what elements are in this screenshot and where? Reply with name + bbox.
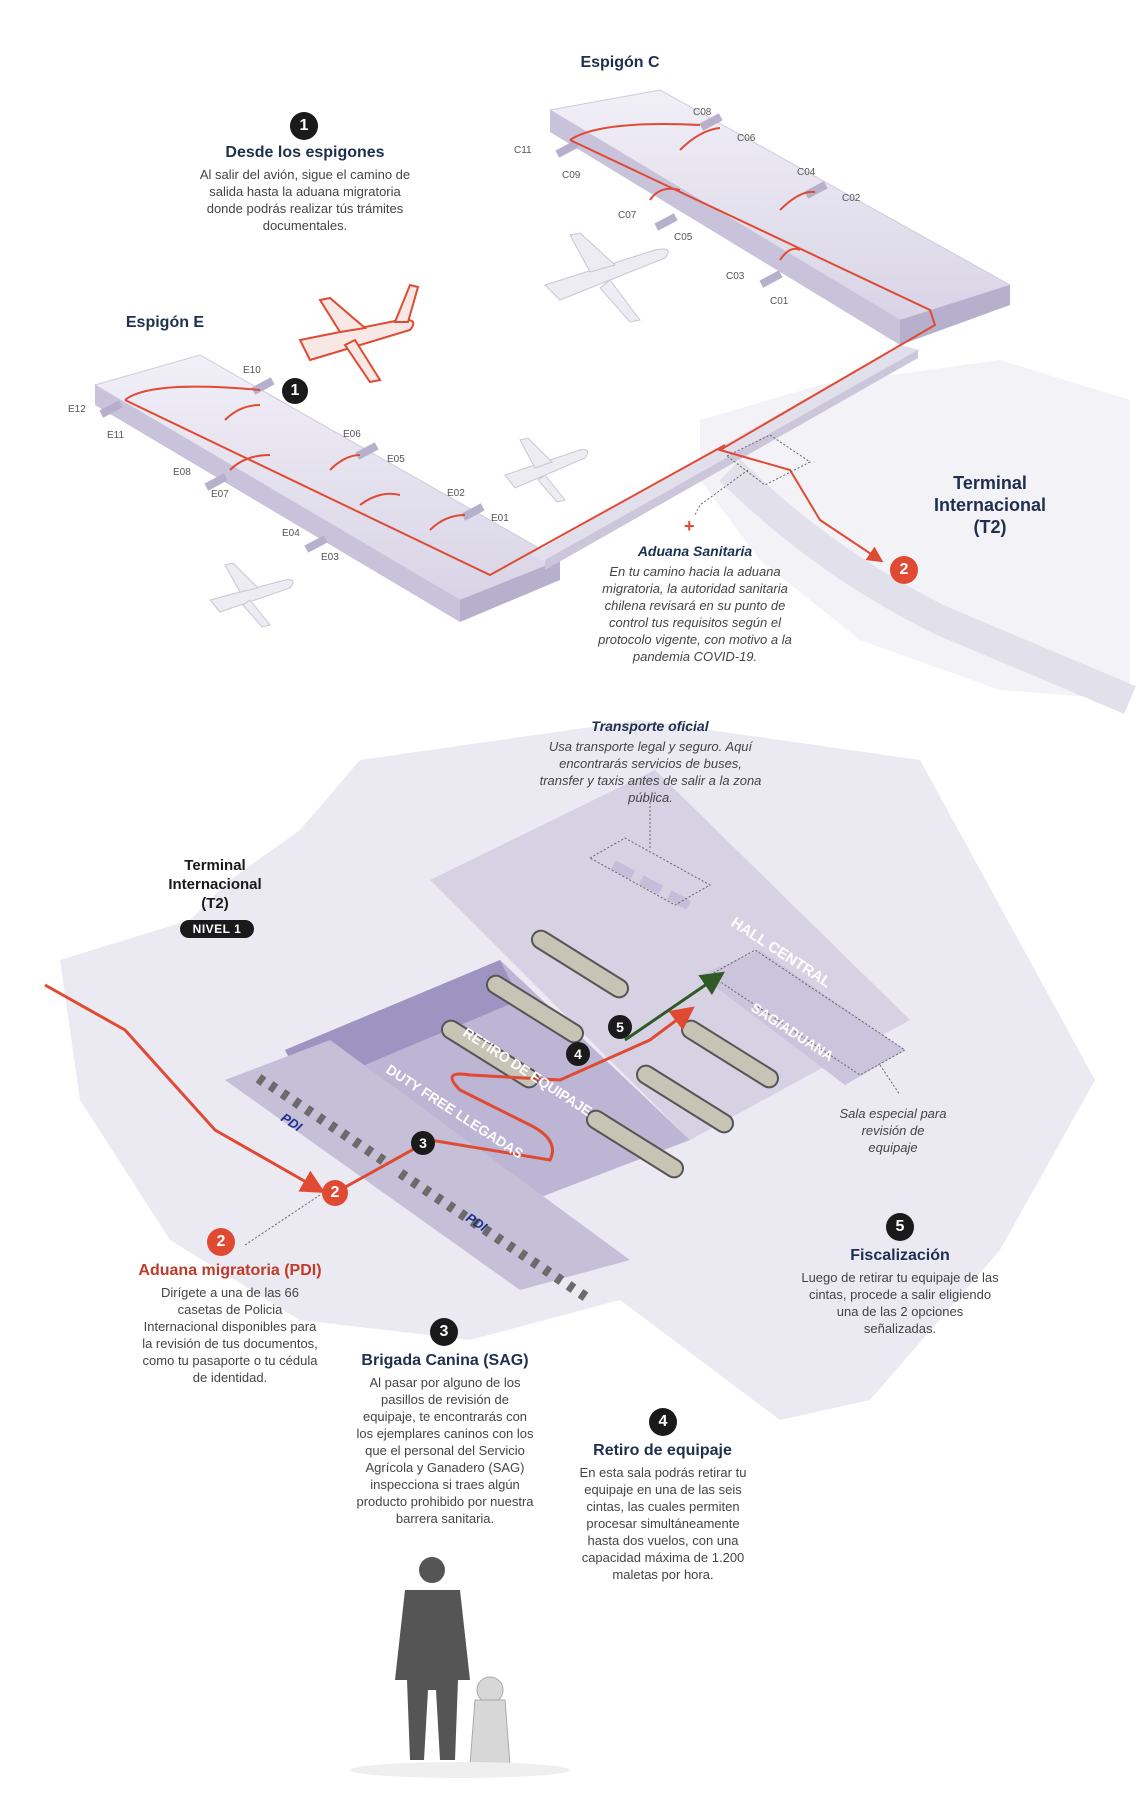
gate-e05: E05 — [387, 454, 405, 465]
nivel-badge: NIVEL 1 — [180, 920, 254, 938]
step3-text: Al pasar por alguno de los pasillos de r… — [356, 1375, 534, 1526]
hall-central-floor — [430, 770, 910, 1140]
espigon-e-label: Espigón E — [125, 314, 205, 331]
route-exit-green — [624, 971, 725, 1042]
pdi-area — [225, 1040, 630, 1290]
aduana-sanitaria-title: Aduana Sanitaria — [637, 543, 753, 559]
baggage-carousels — [440, 929, 780, 1179]
espigon-c-label: Espigón C — [580, 54, 660, 71]
gate-e11: E11 — [107, 430, 125, 441]
terminal-top-line2: Internacional — [933, 495, 1047, 515]
transporte-title: Transporte oficial — [591, 718, 709, 734]
sanitary-checkpoint-box — [726, 434, 811, 486]
gate-e01: E01 — [491, 513, 509, 524]
step5-map-badge: 5 — [608, 1015, 632, 1039]
step5-text: Luego de retirar tu equipaje de las cint… — [801, 1270, 999, 1336]
ground-shadow — [350, 1762, 570, 1778]
step2-map-badge-top: 2 — [890, 556, 918, 584]
step3-badge: 3 — [430, 1318, 458, 1346]
step1-text: Al salir del avión, sigue el camino de s… — [199, 167, 411, 233]
gate-c09: C09 — [562, 170, 581, 181]
step5-badge: 5 — [886, 1213, 914, 1241]
plus-icon: + — [684, 516, 695, 536]
transporte-text: Usa transporte legal y seguro. Aquí enco… — [539, 739, 762, 805]
gate-e03: E03 — [321, 552, 339, 563]
gate-e08: E08 — [173, 467, 191, 478]
step3-map-badge: 3 — [411, 1131, 435, 1155]
gate-c06: C06 — [737, 133, 756, 144]
pdi-booths-lower — [397, 1169, 589, 1301]
pier-e — [93, 354, 562, 622]
gate-c05: C05 — [674, 232, 693, 243]
route-top — [124, 123, 937, 577]
gate-stubs-c — [555, 113, 828, 288]
gate-e12: E12 — [68, 404, 86, 415]
step4-map-badge: 4 — [566, 1042, 590, 1066]
terminal-top-line3: (T2) — [973, 517, 1007, 537]
gate-c01: C01 — [770, 296, 789, 307]
step3-title: Brigada Canina (SAG) — [361, 1352, 529, 1369]
aduana-sanitaria-text: En tu camino hacia la aduana migratoria,… — [598, 564, 792, 664]
terminal-ground — [700, 360, 1130, 700]
gate-c02: C02 — [842, 193, 861, 204]
step1-badge: 1 — [290, 112, 318, 140]
terminal-top-line1: Terminal — [953, 473, 1027, 493]
terminal-level-line2: Internacional — [168, 876, 262, 893]
airplane-grey-e2 — [209, 562, 294, 628]
sag-aduana-area — [700, 950, 905, 1085]
sala-especial-text: Sala especial para revisión de equipaje — [839, 1106, 947, 1155]
terminal-curve — [719, 459, 1136, 714]
gate-c11: C11 — [514, 145, 532, 156]
step4-badge: 4 — [649, 1408, 677, 1436]
step1-map-badge: 1 — [282, 378, 308, 404]
terminal-level-line1: Terminal — [184, 857, 246, 874]
route-bottom — [44, 983, 695, 1193]
airplane-red — [298, 283, 420, 384]
step2-badge: 2 — [207, 1228, 235, 1256]
gate-e07: E07 — [211, 489, 229, 500]
step2-map-badge: 2 — [322, 1180, 348, 1206]
dog-silhouette — [469, 1676, 511, 1766]
transport-vehicles — [610, 860, 692, 910]
gate-c07: C07 — [618, 210, 637, 221]
guard-silhouette — [395, 1557, 470, 1760]
gate-c04: C04 — [797, 167, 816, 178]
airplane-grey-c — [544, 232, 669, 323]
gate-e02: E02 — [447, 488, 465, 499]
gate-c03: C03 — [726, 271, 745, 282]
terminal-level-label: Terminal Internacional (T2) — [150, 856, 280, 913]
step1-title: Desde los espigones — [225, 144, 385, 161]
transport-dotted-box — [588, 837, 712, 906]
pdi-booths-upper — [255, 1074, 387, 1165]
step4-title: Retiro de equipaje — [593, 1442, 732, 1459]
gate-e04: E04 — [282, 528, 300, 539]
airplane-grey-e1 — [504, 437, 589, 503]
gate-e10: E10 — [243, 365, 261, 376]
step2-text: Dirígete a una de las 66 casetas de Poli… — [142, 1285, 318, 1385]
terminal-top-label: Terminal Internacional (T2) — [920, 472, 1060, 538]
terminal-level-line3: (T2) — [201, 895, 229, 912]
gate-e06: E06 — [343, 429, 361, 440]
step5-title: Fiscalización — [850, 1247, 950, 1264]
step4-text: En esta sala podrás retirar tu equipaje … — [579, 1465, 747, 1582]
step2-title: Aduana migratoria (PDI) — [138, 1262, 322, 1279]
gate-c08: C08 — [693, 107, 712, 118]
